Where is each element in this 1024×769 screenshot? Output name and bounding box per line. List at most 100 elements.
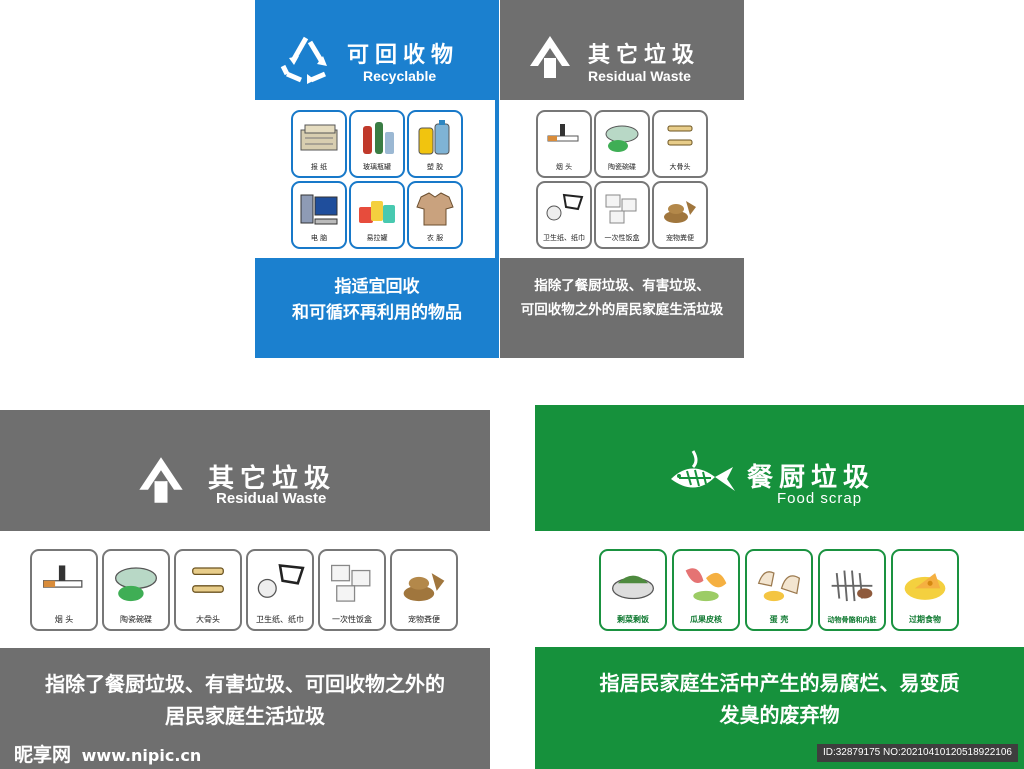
watermark-logo-text: 昵享网	[14, 744, 72, 766]
recyclable-title-cn: 可回收物	[347, 43, 460, 68]
cigarette-icon	[547, 124, 579, 142]
item-bones: 大骨头	[174, 549, 242, 631]
leftovers-icon	[612, 575, 654, 600]
recyclable-header: 可回收物 Recyclable	[255, 0, 499, 100]
desc-line-1: 指居民家庭生活中产生的易腐烂、易变质	[599, 671, 960, 695]
residual-arrow-icon	[139, 457, 183, 503]
desc-line-1: 指适宜回收	[334, 277, 420, 297]
item-clothes: 衣 服	[407, 181, 463, 249]
item-label: 卫生纸、纸巾	[543, 234, 585, 242]
can-icon	[359, 201, 395, 223]
cheese-icon	[904, 573, 946, 600]
desc-line-2: 发臭的废弃物	[719, 703, 840, 727]
computer-icon	[300, 194, 338, 225]
item-label: 陶瓷碗碟	[608, 163, 636, 171]
item-label: 玻璃瓶罐	[363, 163, 391, 171]
pet-waste-icon	[403, 573, 445, 602]
food-title-cn: 餐厨垃圾	[747, 463, 876, 493]
bottle-icon	[363, 122, 394, 154]
tissue-icon	[257, 564, 305, 598]
residual-large-items-area: 烟 头 陶瓷碗碟 大骨头 卫生纸、纸巾 一次性饭盒 宠物粪便	[0, 531, 490, 648]
eggshell-icon	[757, 571, 801, 602]
newspaper-icon	[300, 124, 338, 151]
ceramic-bowl-icon	[605, 125, 639, 152]
item-plastic: 塑 胶	[407, 110, 463, 178]
fish-skeleton-icon	[831, 570, 873, 602]
item-leftovers: 剩菜剩饭	[599, 549, 667, 631]
residual-large-description: 指除了餐厨垃圾、有害垃圾、可回收物之外的 居民家庭生活垃圾	[0, 648, 490, 769]
recyclable-panel: 可回收物 Recyclable 报 纸 玻璃瓶罐 塑 胶 电 脑 易拉罐 衣 服…	[255, 0, 499, 358]
item-ceramics: 陶瓷碗碟	[102, 549, 170, 631]
item-label: 剩菜剩饭	[617, 615, 649, 624]
recyclable-items-area: 报 纸 玻璃瓶罐 塑 胶 电 脑 易拉罐 衣 服	[255, 100, 495, 258]
item-lunchbox: 一次性饭盒	[594, 181, 650, 249]
item-label: 报 纸	[310, 163, 328, 171]
ceramic-bowl-icon	[115, 567, 157, 602]
item-label: 大骨头	[669, 163, 691, 171]
item-tissue: 卫生纸、纸巾	[536, 181, 592, 249]
watermark-site: www.nipic.cn	[81, 746, 202, 765]
item-label: 塑 胶	[426, 163, 444, 171]
recycle-triangle-icon	[280, 36, 327, 84]
item-cigarette: 烟 头	[536, 110, 592, 178]
item-label: 电 脑	[310, 234, 328, 242]
item-label: 宠物粪便	[666, 234, 694, 242]
desc-line-2: 居民家庭生活垃圾	[165, 704, 325, 728]
item-label: 过期食物	[909, 615, 941, 624]
item-bones: 大骨头	[652, 110, 708, 178]
item-label: 卫生纸、纸巾	[256, 615, 304, 624]
food-description: 指居民家庭生活中产生的易腐烂、易变质 发臭的废弃物	[535, 647, 1024, 769]
item-lunchbox: 一次性饭盒	[318, 549, 386, 631]
item-tissue: 卫生纸、纸巾	[246, 549, 314, 631]
recyclable-description: 指适宜回收 和可循环再利用的物品	[255, 258, 499, 358]
tissue-icon	[546, 193, 584, 221]
item-label: 蛋 壳	[769, 615, 789, 624]
food-items-area: 剩菜剩饭 瓜果皮核 蛋 壳 动物骨骼和内脏 过期食物	[535, 531, 1024, 647]
desc-line-2: 和可循环再利用的物品	[292, 303, 462, 323]
bone-icon	[192, 567, 224, 593]
clothes-icon	[416, 192, 454, 226]
residual-small-title-cn: 其它垃圾	[588, 43, 701, 68]
residual-arrow-icon	[530, 36, 570, 78]
item-label: 烟 头	[555, 163, 573, 171]
lunchbox-icon	[331, 564, 371, 602]
food-title-en: Food scrap	[777, 490, 863, 507]
fish-bone-icon	[671, 450, 735, 491]
item-glass-bottles: 玻璃瓶罐	[349, 110, 405, 178]
lunchbox-icon	[605, 194, 637, 224]
item-animal-bones: 动物骨骼和内脏	[818, 549, 886, 631]
item-cans: 易拉罐	[349, 181, 405, 249]
item-newspaper: 报 纸	[291, 110, 347, 178]
residual-large-panel: 其它垃圾 Residual Waste 烟 头 陶瓷碗碟 大骨头 卫生纸、纸巾 …	[0, 410, 490, 769]
item-label: 动物骨骼和内脏	[827, 616, 877, 624]
residual-small-panel: 其它垃圾 Residual Waste 烟 头 陶瓷碗碟 大骨头 卫生纸、纸巾 …	[500, 0, 744, 358]
item-label: 大骨头	[196, 615, 220, 624]
food-panel: 餐厨垃圾 Food scrap 剩菜剩饭 瓜果皮核 蛋 壳 动物骨骼和内脏 过期…	[535, 405, 1024, 769]
residual-large-title-en: Residual Waste	[216, 490, 327, 507]
image-id-bar: ID:32879175 NO:20210410120518922106	[816, 744, 1018, 762]
residual-small-title-en: Residual Waste	[588, 68, 691, 84]
item-fruit-peels: 瓜果皮核	[672, 549, 740, 631]
item-label: 瓜果皮核	[690, 615, 722, 624]
desc-line-2: 可回收物之外的居民家庭生活垃圾	[520, 302, 724, 318]
residual-small-description: 指除了餐厨垃圾、有害垃圾、 可回收物之外的居民家庭生活垃圾	[500, 258, 744, 358]
item-cigarette: 烟 头	[30, 549, 98, 631]
item-pet-waste: 宠物粪便	[390, 549, 458, 631]
item-label: 陶瓷碗碟	[120, 615, 152, 624]
item-label: 烟 头	[54, 615, 74, 624]
residual-large-header: 其它垃圾 Residual Waste	[0, 410, 490, 531]
pet-waste-icon	[664, 201, 696, 223]
desc-line-1: 指除了餐厨垃圾、有害垃圾、可回收物之外的	[45, 672, 445, 696]
item-expired-food: 过期食物	[891, 549, 959, 631]
fruit-peel-icon	[685, 568, 727, 602]
item-computer: 电 脑	[291, 181, 347, 249]
food-header: 餐厨垃圾 Food scrap	[535, 405, 1024, 531]
recyclable-title-en: Recyclable	[363, 68, 437, 84]
item-eggshells: 蛋 壳	[745, 549, 813, 631]
item-label: 一次性饭盒	[604, 234, 640, 242]
watermark-logo: 昵享网 www.nipic.cn	[14, 740, 201, 767]
item-ceramics: 陶瓷碗碟	[594, 110, 650, 178]
item-label: 一次性饭盒	[332, 615, 372, 624]
item-label: 易拉罐	[366, 234, 388, 242]
item-pet-waste: 宠物粪便	[652, 181, 708, 249]
